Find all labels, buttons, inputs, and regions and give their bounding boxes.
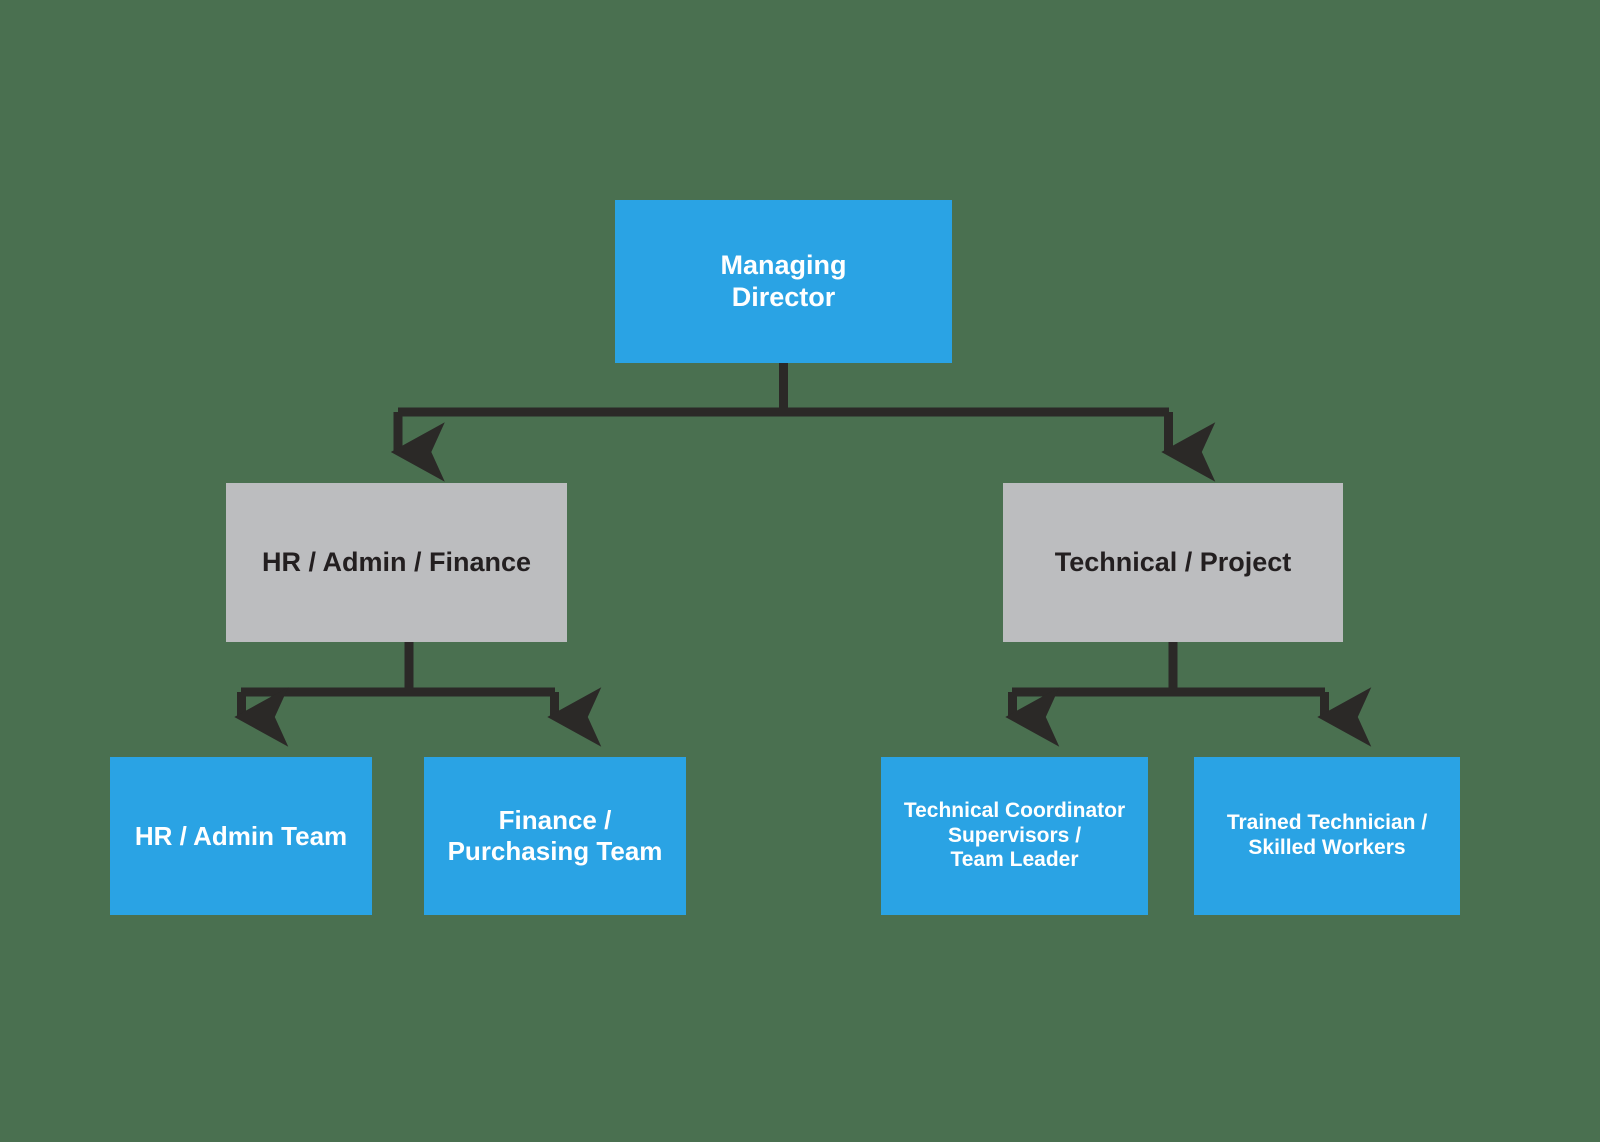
org-node-trained-technician[interactable]: Trained Technician / Skilled Workers — [1194, 757, 1460, 915]
org-node-hr-admin-finance[interactable]: HR / Admin / Finance — [226, 483, 567, 642]
org-node-technical-project[interactable]: Technical / Project — [1003, 483, 1343, 642]
org-node-finance-purchasing-team[interactable]: Finance / Purchasing Team — [424, 757, 686, 915]
edge-hr-admin-finance-to-children — [234, 642, 602, 747]
org-node-technical-coordinator[interactable]: Technical Coordinator Supervisors / Team… — [881, 757, 1148, 915]
org-node-hr-admin-team[interactable]: HR / Admin Team — [110, 757, 372, 915]
org-node-managing-director[interactable]: Managing Director — [615, 200, 952, 363]
edge-managing-director-to-level2 — [390, 363, 1216, 482]
edge-technical-project-to-children — [1005, 642, 1372, 747]
